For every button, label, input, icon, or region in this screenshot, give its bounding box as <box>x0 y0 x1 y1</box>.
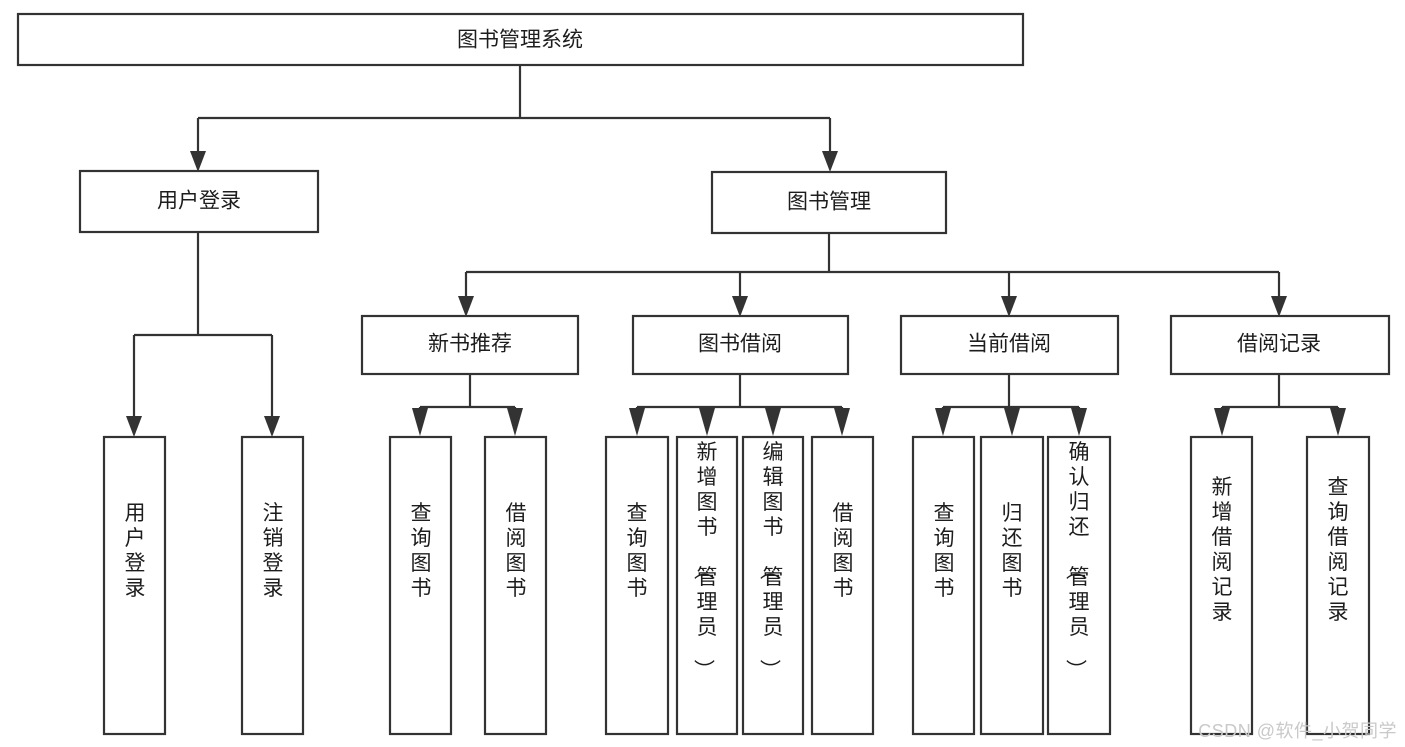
node-leaf-user-login-box[interactable] <box>102 435 167 736</box>
node-user-login[interactable]: 用户登录 <box>78 169 320 234</box>
node-user-login-label: 用户登录 <box>157 190 241 213</box>
node-book-manage[interactable]: 图书管理 <box>710 170 948 235</box>
arrow-leaf-query-record <box>1330 408 1346 436</box>
node-new-book-recommend-box[interactable] <box>360 314 580 376</box>
node-leaf-confirm-return-box[interactable] <box>1046 435 1112 736</box>
node-root[interactable]: 图书管理系统 <box>16 12 1025 67</box>
node-leaf-edit-book[interactable]: 编辑图书（管理员） <box>741 435 805 736</box>
node-current-borrow-box[interactable] <box>899 314 1120 376</box>
arrow-to-book-borrow <box>732 296 748 317</box>
arrow-leaf-add-record <box>1214 408 1230 436</box>
arrow-leaf-user-logout <box>264 416 280 437</box>
node-leaf-add-record-label: 新增借阅记录 <box>1212 476 1233 624</box>
node-leaf-query-book-1-box[interactable] <box>388 435 453 736</box>
node-leaf-borrow-book-2-label: 借阅图书 <box>833 502 854 600</box>
node-leaf-edit-book-label: 编辑图书（管理员） <box>758 441 784 680</box>
arrow-leaf-query-book-1 <box>412 408 428 436</box>
node-leaf-query-book-1[interactable]: 查询图书 <box>388 435 453 736</box>
arrow-to-current-borrow <box>1001 296 1017 317</box>
arrow-leaf-borrow-book-1 <box>507 408 523 436</box>
node-leaf-user-logout-label: 注销登录 <box>263 502 284 600</box>
arrow-leaf-borrow-book-2 <box>834 408 850 436</box>
arrow-leaf-query-book-3 <box>935 408 951 436</box>
node-leaf-add-book[interactable]: 新增图书（管理员） <box>675 435 739 736</box>
arrow-leaf-add-book <box>699 408 715 436</box>
node-borrow-record-label: 借阅记录 <box>1237 333 1321 356</box>
node-leaf-add-record-box[interactable] <box>1189 435 1254 736</box>
arrow-leaf-user-login <box>126 416 142 437</box>
node-leaf-user-login[interactable]: 用户登录 <box>102 435 167 736</box>
node-leaf-borrow-book-1-label: 借阅图书 <box>506 502 527 600</box>
arrow-leaf-edit-book <box>765 408 781 436</box>
arrow-to-book-manage <box>822 151 838 172</box>
node-current-borrow[interactable]: 当前借阅 <box>899 314 1120 376</box>
node-book-manage-box[interactable] <box>710 170 948 235</box>
node-book-borrow-box[interactable] <box>631 314 850 376</box>
node-leaf-borrow-book-1[interactable]: 借阅图书 <box>483 435 548 736</box>
node-leaf-borrow-book-1-box[interactable] <box>483 435 548 736</box>
arrow-to-new-book-recommend <box>458 296 474 317</box>
arrow-leaf-confirm-return <box>1071 408 1087 436</box>
node-leaf-query-book-3-label: 查询图书 <box>934 502 955 600</box>
arrow-to-borrow-record <box>1271 296 1287 317</box>
node-leaf-query-book-3-box[interactable] <box>911 435 976 736</box>
node-root-box[interactable] <box>16 12 1025 67</box>
node-new-book-recommend[interactable]: 新书推荐 <box>360 314 580 376</box>
node-leaf-query-book-2-box[interactable] <box>604 435 670 736</box>
node-new-book-recommend-label: 新书推荐 <box>428 333 512 356</box>
node-book-borrow[interactable]: 图书借阅 <box>631 314 850 376</box>
node-leaf-add-book-label: 新增图书（管理员） <box>692 441 718 680</box>
node-leaf-query-book-3[interactable]: 查询图书 <box>911 435 976 736</box>
arrow-leaf-return-book <box>1004 408 1020 436</box>
connector-layer <box>126 65 1346 437</box>
node-borrow-record-box[interactable] <box>1169 314 1391 376</box>
node-leaf-return-book-label: 归还图书 <box>1002 502 1023 600</box>
node-leaf-query-book-2[interactable]: 查询图书 <box>604 435 670 736</box>
arrow-to-user-login <box>190 151 206 172</box>
node-user-login-box[interactable] <box>78 169 320 234</box>
node-leaf-query-book-1-label: 查询图书 <box>411 502 432 600</box>
node-leaf-query-record[interactable]: 查询借阅记录 <box>1305 435 1371 736</box>
node-leaf-query-book-2-label: 查询图书 <box>627 502 648 600</box>
node-leaf-query-record-label: 查询借阅记录 <box>1328 476 1349 624</box>
node-leaf-return-book-box[interactable] <box>979 435 1045 736</box>
node-leaf-user-logout-box[interactable] <box>240 435 305 736</box>
node-borrow-record[interactable]: 借阅记录 <box>1169 314 1391 376</box>
node-leaf-edit-book-box[interactable] <box>741 435 805 736</box>
node-leaf-borrow-book-2-box[interactable] <box>810 435 875 736</box>
node-leaf-query-record-box[interactable] <box>1305 435 1371 736</box>
node-root-label: 图书管理系统 <box>457 29 583 52</box>
node-leaf-add-record[interactable]: 新增借阅记录 <box>1189 435 1254 736</box>
node-leaf-confirm-return[interactable]: 确认归还（管理员） <box>1046 435 1112 736</box>
node-leaf-user-logout[interactable]: 注销登录 <box>240 435 305 736</box>
arrow-leaf-query-book-2 <box>629 408 645 436</box>
node-current-borrow-label: 当前借阅 <box>967 333 1051 356</box>
csdn-watermark: CSDN @软件_小贺同学 <box>1198 721 1397 741</box>
node-book-borrow-label: 图书借阅 <box>698 333 782 356</box>
node-leaf-borrow-book-2[interactable]: 借阅图书 <box>810 435 875 736</box>
node-book-manage-label: 图书管理 <box>787 191 871 214</box>
node-leaf-add-book-box[interactable] <box>675 435 739 736</box>
node-leaf-confirm-return-label: 确认归还（管理员） <box>1064 441 1090 680</box>
node-leaf-user-login-label: 用户登录 <box>125 502 146 600</box>
node-leaf-return-book[interactable]: 归还图书 <box>979 435 1045 736</box>
